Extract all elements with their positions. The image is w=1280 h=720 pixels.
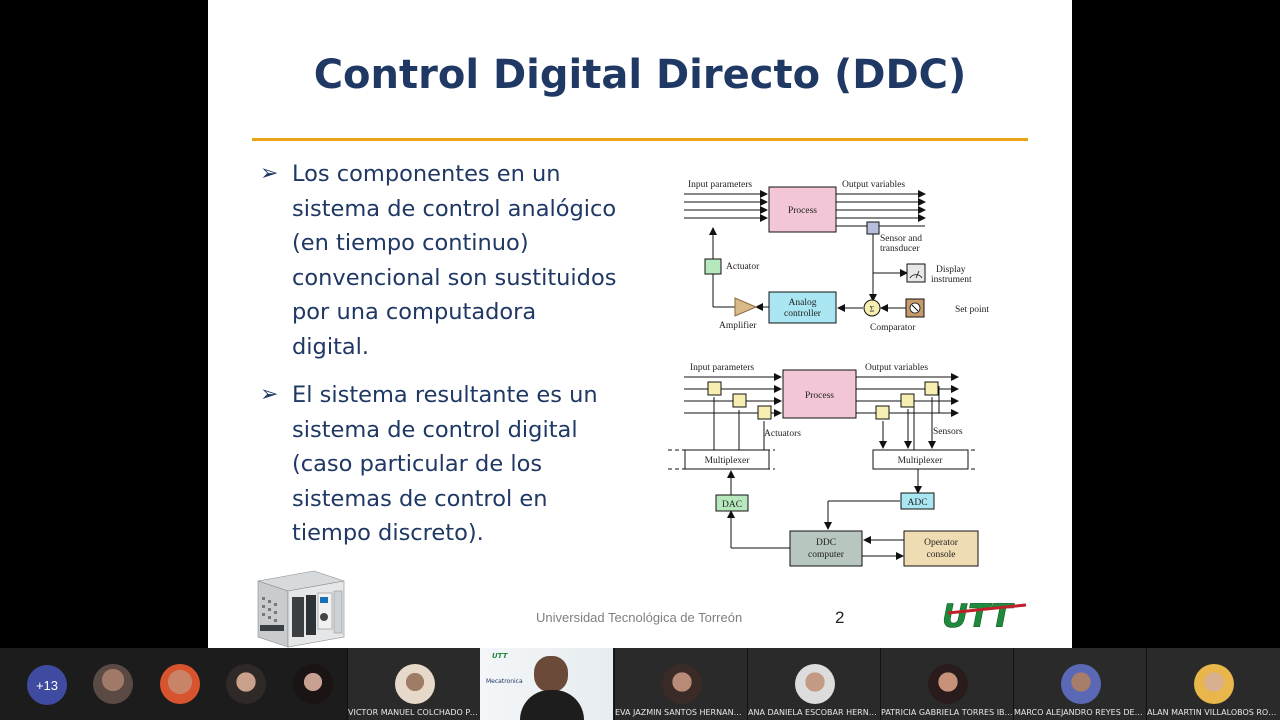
- participant-tile[interactable]: ALAN MARTIN VILLALOBOS RODRI...: [1146, 648, 1280, 720]
- sensor-box: [925, 382, 938, 395]
- display-label-line1: Display: [936, 265, 966, 275]
- analog-control-diagram: Input parameters Output variables: [684, 180, 989, 333]
- sensor-label-line2: transducer: [880, 244, 920, 254]
- display-gauge-icon: [907, 264, 925, 282]
- participant-name: VICTOR MANUEL COLCHADO PA◆OL: [348, 708, 480, 717]
- participant-avatar[interactable]: [226, 664, 266, 704]
- bullet-point-1: ➢ Los componentes en un sistema de contr…: [260, 157, 620, 365]
- arrow-bullet-icon: ➢: [260, 157, 278, 192]
- participant-avatar: [1194, 664, 1234, 704]
- arrow-bullet-icon: ➢: [260, 378, 278, 413]
- set-point-label: Set point: [955, 305, 989, 315]
- actuators-label: Actuators: [764, 429, 801, 439]
- operator-label-line1: Operator: [924, 538, 959, 548]
- sensors-label: Sensors: [933, 427, 963, 437]
- more-participants-button[interactable]: +13: [27, 665, 67, 705]
- participant-avatar[interactable]: [293, 664, 333, 704]
- amplifier-icon: [735, 298, 756, 316]
- sigma-symbol: Σ: [870, 305, 875, 314]
- participant-name: EVA JAZMIN SANTOS HERNANDEZ: [615, 708, 747, 717]
- analog-controller-label-line1: Analog: [789, 298, 817, 308]
- camera-logo: UTT: [492, 652, 507, 660]
- participant-avatar[interactable]: [93, 664, 133, 704]
- ddc-computer-block: [790, 531, 862, 566]
- actuator-label: Actuator: [726, 262, 760, 272]
- bullet-point-2: ➢ El sistema resultante es un sistema de…: [260, 378, 620, 551]
- participant-name: ANA DANIELA ESCOBAR HERNAND...: [748, 708, 880, 717]
- ddc-label-line1: DDC: [816, 538, 836, 548]
- footer-university-name: Universidad Tecnológica de Torreón: [536, 610, 742, 625]
- sensor-box: [901, 394, 914, 407]
- presentation-slide: Control Digital Directo (DDC) ➢ Los comp…: [208, 0, 1072, 648]
- output-variables-label: Output variables: [865, 363, 928, 373]
- participant-tile[interactable]: VICTOR MANUEL COLCHADO PA◆OL: [347, 648, 480, 720]
- actuator-block: [705, 259, 721, 274]
- slide-title: Control Digital Directo (DDC): [208, 52, 1072, 98]
- actuator-box: [733, 394, 746, 407]
- amplifier-label: Amplifier: [719, 320, 757, 331]
- participant-tile[interactable]: MARCO ALEJANDRO REYES DELGA...: [1013, 648, 1146, 720]
- participant-avatar[interactable]: [160, 664, 200, 704]
- participant-avatar: [928, 664, 968, 704]
- participant-name: PATRICIA GABRIELA TORRES IBARRA: [881, 708, 1013, 717]
- analog-controller-label-line2: controller: [784, 309, 822, 319]
- participant-tile[interactable]: ANA DANIELA ESCOBAR HERNAND...: [747, 648, 880, 720]
- process-label: Process: [805, 391, 834, 401]
- slide-page-number: 2: [835, 608, 844, 628]
- output-variables-label: Output variables: [842, 180, 905, 190]
- input-parameters-label: Input parameters: [688, 180, 752, 190]
- title-underline: [252, 138, 1028, 141]
- sensor-block: [867, 222, 879, 234]
- participant-tile[interactable]: PATRICIA GABRIELA TORRES IBARRA: [880, 648, 1013, 720]
- operator-console-block: [904, 531, 978, 566]
- participant-name: ALAN MARTIN VILLALOBOS RODRI...: [1147, 708, 1280, 717]
- participant-avatar: [395, 664, 435, 704]
- presenter-camera-tile[interactable]: UTT Mecatronica: [480, 648, 613, 720]
- adc-label: ADC: [907, 498, 927, 508]
- utt-logo: UTT: [938, 595, 1030, 635]
- plc-device-image: [254, 567, 346, 648]
- camera-slide-title: Mecatronica: [486, 678, 523, 685]
- participant-avatar: [795, 664, 835, 704]
- participant-tile[interactable]: EVA JAZMIN SANTOS HERNANDEZ: [614, 648, 747, 720]
- presenter-head: [534, 656, 568, 692]
- sensor-box: [876, 406, 889, 419]
- actuator-box: [708, 382, 721, 395]
- process-label: Process: [788, 206, 817, 216]
- ddc-label-line2: computer: [808, 550, 845, 560]
- actuator-box: [758, 406, 771, 419]
- participant-avatar: [662, 664, 702, 704]
- ddc-system-diagram: Input parameters Output variables: [668, 363, 978, 566]
- multiplexer-right-label: Multiplexer: [898, 456, 944, 466]
- ddc-diagrams: Input parameters Output variables: [663, 170, 1008, 580]
- comparator-label: Comparator: [870, 323, 916, 333]
- bullet-text: Los componentes en un sistema de control…: [292, 157, 620, 365]
- dac-label: DAC: [722, 500, 742, 510]
- bullet-text: El sistema resultante es un sistema de c…: [292, 378, 620, 551]
- participant-avatar: [1061, 664, 1101, 704]
- svg-text:UTT: UTT: [942, 597, 1015, 635]
- input-parameters-label: Input parameters: [690, 363, 754, 373]
- multiplexer-left-label: Multiplexer: [705, 456, 751, 466]
- sensor-label-line1: Sensor and: [880, 234, 922, 244]
- operator-label-line2: console: [926, 550, 955, 560]
- display-label-line2: instrument: [931, 275, 972, 285]
- participant-name: MARCO ALEJANDRO REYES DELGA...: [1014, 708, 1146, 717]
